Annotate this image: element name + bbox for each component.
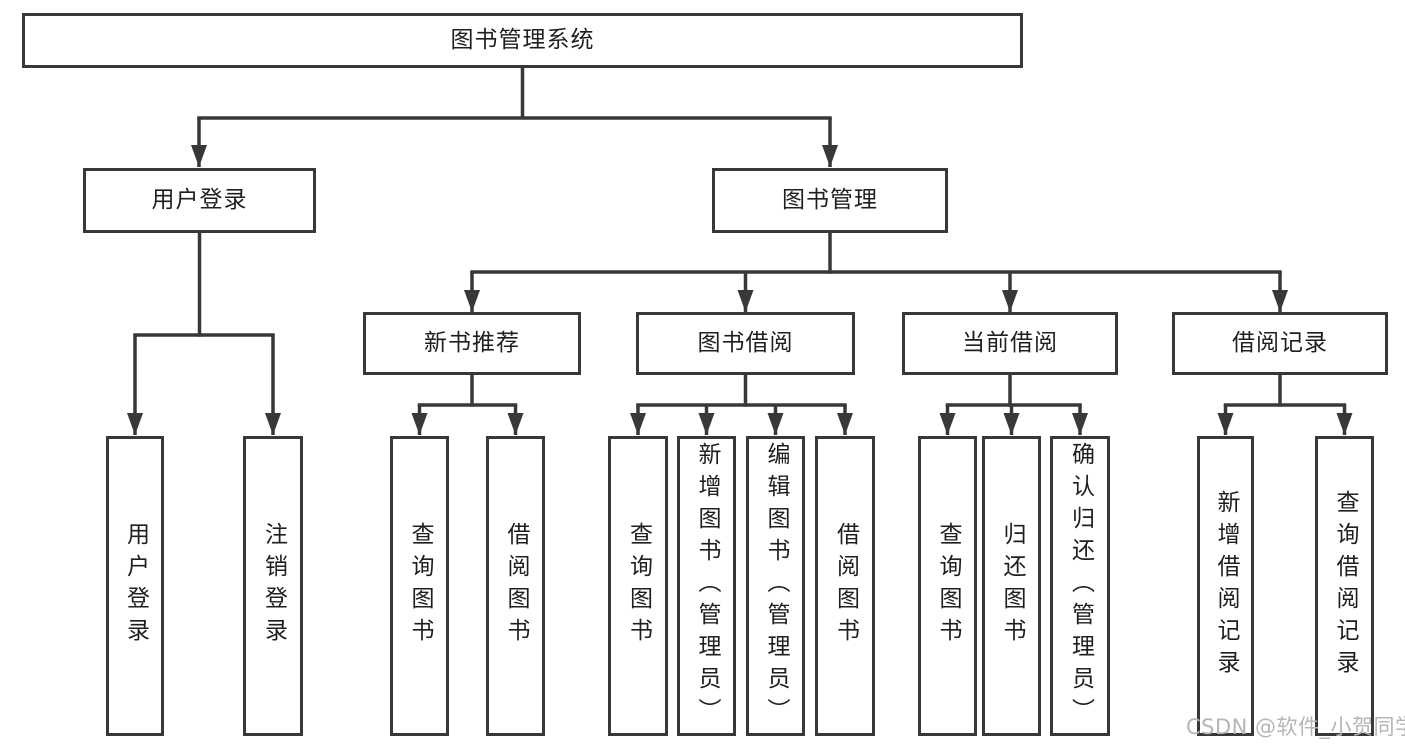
- node-leaf-query-books-recommend-label: 查询图书: [407, 522, 433, 650]
- node-library-system-label: 图书管理系统: [450, 26, 595, 53]
- node-leaf-borrow-books-borrowing-label: 借阅图书: [832, 522, 859, 650]
- node-new-book-recommend-label: 新书推荐: [424, 329, 520, 356]
- node-user-login-label: 用户登录: [151, 186, 248, 213]
- node-leaf-edit-book-admin-label: 编辑图书（管理员）: [763, 442, 789, 730]
- node-leaf-add-book-admin-label: 新增图书（管理员）: [694, 442, 720, 730]
- node-book-management: 图书管理: [712, 168, 948, 233]
- node-borrow-records-label: 借阅记录: [1232, 329, 1328, 356]
- node-leaf-return-books-label: 归还图书: [999, 522, 1025, 650]
- node-current-borrowing-label: 当前借阅: [962, 329, 1058, 356]
- node-leaf-logout: 注销登录: [243, 436, 303, 736]
- node-library-system: 图书管理系统: [22, 13, 1023, 68]
- node-leaf-confirm-return-admin: 确认归还（管理员）: [1050, 436, 1110, 736]
- node-leaf-add-borrow-record-label: 新增借阅记录: [1213, 490, 1239, 682]
- node-leaf-borrow-books-recommend-label: 借阅图书: [503, 522, 529, 650]
- node-leaf-query-books-current: 查询图书: [918, 436, 977, 736]
- node-leaf-query-books-borrowing: 查询图书: [608, 436, 668, 736]
- csdn-watermark: CSDN @软件_小贺同学: [1186, 715, 1405, 739]
- node-leaf-query-borrow-record: 查询借阅记录: [1315, 436, 1374, 736]
- node-leaf-return-books: 归还图书: [982, 436, 1041, 736]
- node-leaf-borrow-books-borrowing: 借阅图书: [815, 436, 875, 736]
- node-book-borrowing: 图书借阅: [636, 312, 855, 375]
- node-leaf-user-login: 用户登录: [106, 436, 164, 736]
- node-current-borrowing: 当前借阅: [902, 312, 1118, 375]
- node-leaf-add-book-admin: 新增图书（管理员）: [677, 436, 736, 736]
- node-borrow-records: 借阅记录: [1172, 312, 1388, 375]
- node-leaf-borrow-books-recommend: 借阅图书: [486, 436, 545, 736]
- node-leaf-query-books-current-label: 查询图书: [935, 522, 961, 650]
- node-leaf-confirm-return-admin-label: 确认归还（管理员）: [1067, 442, 1094, 730]
- node-new-book-recommend: 新书推荐: [363, 312, 581, 375]
- node-leaf-add-borrow-record: 新增借阅记录: [1197, 436, 1254, 736]
- node-book-borrowing-label: 图书借阅: [697, 329, 794, 356]
- node-leaf-query-books-recommend: 查询图书: [390, 436, 449, 736]
- node-leaf-logout-label: 注销登录: [260, 522, 287, 650]
- node-leaf-user-login-label: 用户登录: [122, 522, 149, 650]
- node-user-login: 用户登录: [83, 168, 316, 233]
- node-book-management-label: 图书管理: [782, 186, 878, 213]
- node-leaf-query-books-borrowing-label: 查询图书: [625, 522, 652, 650]
- node-leaf-edit-book-admin: 编辑图书（管理员）: [746, 436, 805, 736]
- node-leaf-query-borrow-record-label: 查询借阅记录: [1332, 490, 1358, 682]
